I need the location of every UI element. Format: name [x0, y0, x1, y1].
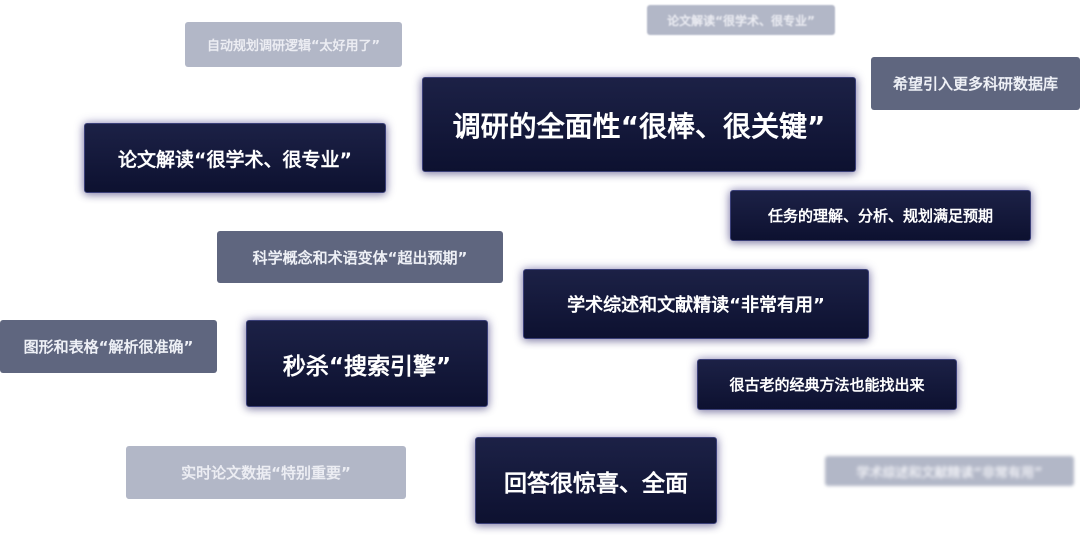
- feedback-tag: 论文解读“很学术、很专业”: [647, 5, 835, 35]
- feedback-tag-label: 论文解读“很学术、很专业”: [667, 13, 815, 28]
- feedback-tag-label: 自动规划调研逻辑“太好用了”: [206, 39, 381, 54]
- feedback-tag: 实时论文数据“特别重要”: [126, 446, 406, 499]
- feedback-tag-label: 秒杀“搜索引擎”: [282, 353, 452, 380]
- feedback-tag-label: 学术综述和文献精读“非常有用”: [856, 465, 1043, 481]
- feedback-tag-label: 论文解读“很学术、很专业”: [118, 148, 352, 171]
- feedback-tag: 科学概念和术语变体“超出预期”: [217, 231, 503, 283]
- feedback-tag: 任务的理解、分析、规划满足预期: [730, 190, 1031, 241]
- feedback-tag: 回答很惊喜、全面: [475, 437, 717, 524]
- feedback-tag: 自动规划调研逻辑“太好用了”: [185, 22, 402, 67]
- feedback-tag-label: 回答很惊喜、全面: [504, 470, 688, 497]
- feedback-tag-label: 很古老的经典方法也能找出来: [729, 376, 925, 394]
- feedback-tag-label: 实时论文数据“特别重要”: [181, 464, 351, 482]
- feedback-tag: 图形和表格“解析很准确”: [0, 320, 217, 373]
- feedback-tag: 调研的全面性“很棒、很关键”: [422, 77, 856, 172]
- feedback-tag: 论文解读“很学术、很专业”: [84, 123, 386, 193]
- feedback-tag: 希望引入更多科研数据库: [871, 57, 1080, 110]
- feedback-tag-label: 希望引入更多科研数据库: [892, 75, 1058, 93]
- feedback-tag-label: 图形和表格“解析很准确”: [23, 338, 194, 356]
- feedback-tag: 很古老的经典方法也能找出来: [697, 359, 957, 410]
- feedback-tag-label: 学术综述和文献精读“非常有用”: [567, 295, 825, 316]
- feedback-tag: 秒杀“搜索引擎”: [246, 320, 488, 407]
- feedback-tag-label: 调研的全面性“很棒、很关键”: [452, 109, 826, 143]
- feedback-tag-label: 科学概念和术语变体“超出预期”: [252, 248, 468, 267]
- feedback-tag-label: 任务的理解、分析、规划满足预期: [767, 207, 993, 225]
- feedback-tag: 学术综述和文献精读“非常有用”: [825, 456, 1074, 486]
- feedback-tag: 学术综述和文献精读“非常有用”: [523, 269, 869, 339]
